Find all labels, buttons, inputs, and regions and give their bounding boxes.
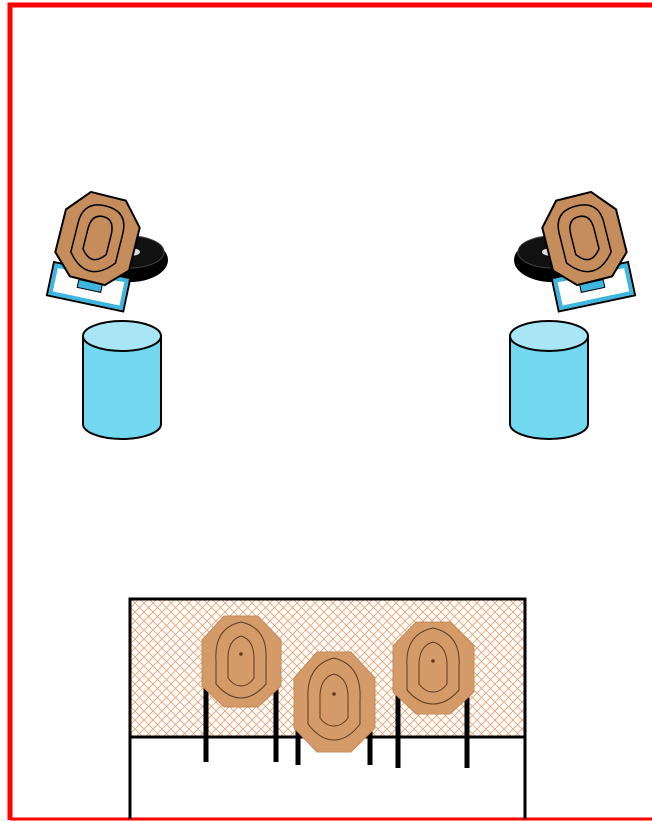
steel-plate-icon: [541, 190, 628, 287]
steel-plate-icon: [54, 190, 141, 287]
stage-border: [7, 2, 652, 820]
paper-target-icon: [201, 615, 282, 708]
left-barrel-icon: [82, 320, 162, 440]
paper-target-right: [392, 621, 475, 768]
right-barrel-icon: [509, 320, 589, 440]
paper-target-icon: [392, 621, 475, 715]
paper-target-center: [293, 651, 376, 765]
right-swinger-target: [514, 190, 637, 313]
paper-target-left: [201, 615, 282, 762]
left-swinger-target: [45, 190, 168, 313]
paper-target-icon: [293, 651, 376, 753]
